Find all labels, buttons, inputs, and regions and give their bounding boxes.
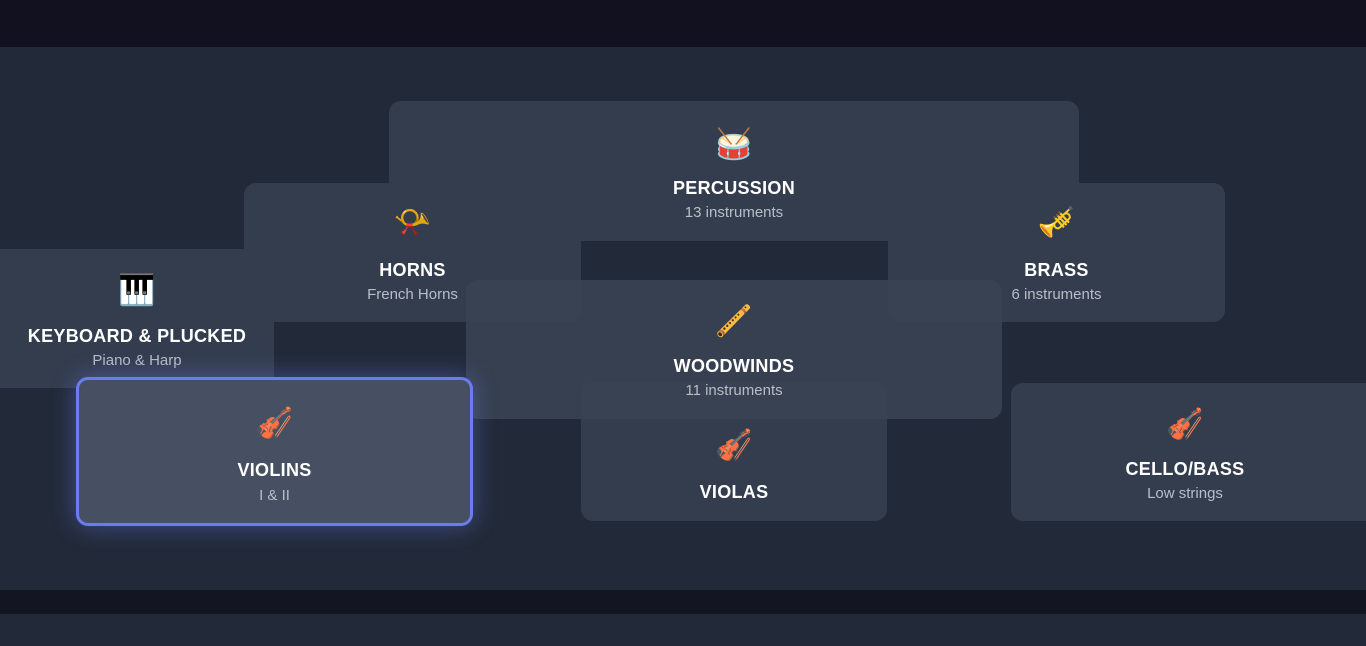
cello-icon: 🎻: [1166, 407, 1204, 442]
section-subtitle: 11 instruments: [685, 382, 783, 399]
section-subtitle: I & II: [259, 487, 290, 504]
section-violins[interactable]: 🎻 VIOLINS I & II: [76, 377, 473, 526]
section-title: WOODWINDS: [673, 356, 795, 376]
french-horn-icon: 📯: [393, 205, 432, 240]
timpani-icon: 🥁: [715, 127, 753, 162]
section-title: HORNS: [379, 260, 446, 280]
section-woodwinds[interactable]: 🪈 WOODWINDS 11 instruments: [466, 280, 1002, 419]
divider-bar: [0, 590, 1366, 614]
section-title: VIOLAS: [699, 482, 769, 502]
trumpet-icon: 🎺: [1037, 205, 1076, 240]
violin-icon: 🎻: [255, 406, 294, 441]
section-title: KEYBOARD & PLUCKED: [27, 326, 247, 346]
section-subtitle: 6 instruments: [1011, 286, 1102, 303]
section-title: VIOLINS: [237, 460, 312, 480]
top-bar: [0, 0, 1366, 47]
section-subtitle: Low strings: [1147, 485, 1223, 502]
section-keyboard-plucked[interactable]: 🎹 KEYBOARD & PLUCKED Piano & Harp: [0, 249, 274, 388]
bottom-panel: [0, 614, 1366, 646]
section-title: PERCUSSION: [672, 178, 796, 198]
section-title: CELLO/BASS: [1125, 459, 1245, 479]
section-cello-bass[interactable]: 🎻 CELLO/BASS Low strings: [1011, 383, 1366, 521]
flute-icon: 🪈: [715, 304, 753, 339]
orchestra-seating-stage: 🥁 PERCUSSION 13 instruments 📯 HORNS Fren…: [0, 47, 1366, 590]
section-subtitle: Piano & Harp: [92, 352, 182, 369]
section-subtitle: 13 instruments: [684, 204, 784, 221]
section-subtitle: French Horns: [367, 286, 458, 303]
section-title: BRASS: [1024, 260, 1089, 280]
viola-icon: 🎻: [715, 428, 753, 463]
piano-keys-icon: 🎹: [118, 273, 156, 308]
